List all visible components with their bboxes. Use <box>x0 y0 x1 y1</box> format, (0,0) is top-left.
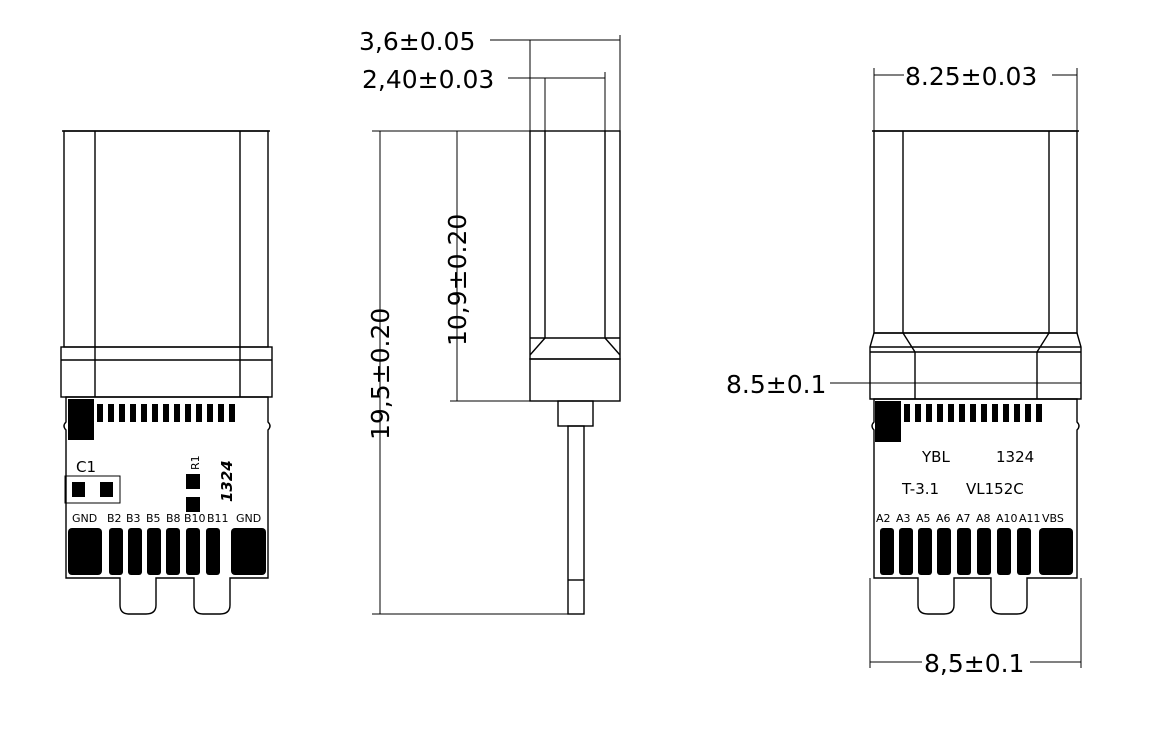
side-tab <box>557 400 594 427</box>
left-gnd-contact <box>68 399 94 440</box>
left-view: C1 R1 1324 GND B2 B3 B5 B8 B10 B11 GND <box>60 130 273 615</box>
right-brand: YBL <box>921 448 950 466</box>
side-collar <box>529 358 621 402</box>
dim-length-shell: 10,9±0.20 <box>443 214 472 346</box>
right-model-right: VL152C <box>966 480 1024 498</box>
side-pcb <box>567 425 585 615</box>
dim-width-top: 8.25±0.03 <box>905 62 1037 91</box>
left-res-label: R1 <box>189 455 202 470</box>
capacitor-pad <box>100 482 113 497</box>
dim-width-bottom: 8,5±0.1 <box>924 649 1024 678</box>
right-gnd-contact <box>875 401 901 442</box>
resistor-pad <box>186 497 200 512</box>
pin-label: A11 <box>1019 512 1041 525</box>
pin-label: VBS <box>1042 512 1064 525</box>
left-top-contacts <box>97 404 235 422</box>
side-dimensions <box>372 35 621 615</box>
right-pin-labels: A2 A3 A5 A6 A7 A8 A10 A11 VBS <box>876 512 1064 525</box>
side-view: 3,6±0.05 2,40±0.03 19,5±0.20 10,9±0.20 <box>359 27 621 615</box>
resistor-pad <box>186 474 200 489</box>
pin-label: B11 <box>207 512 229 525</box>
pin-label: A2 <box>876 512 891 525</box>
pin-label: A10 <box>996 512 1018 525</box>
pin-label: B8 <box>166 512 181 525</box>
right-pcb <box>871 398 1080 615</box>
left-date-code: 1324 <box>218 460 236 502</box>
dim-height-mid: 8.5±0.1 <box>726 370 826 399</box>
pin-label: A6 <box>936 512 951 525</box>
pin-label: B2 <box>107 512 122 525</box>
pin-label: GND <box>72 512 97 525</box>
left-solder-pads <box>68 528 266 575</box>
pin-label: B5 <box>146 512 161 525</box>
capacitor-pad <box>72 482 85 497</box>
pin-label: A3 <box>896 512 911 525</box>
right-top-contacts <box>904 404 1042 422</box>
side-shell <box>529 130 621 360</box>
left-cap-label: C1 <box>76 458 96 476</box>
pin-label: GND <box>236 512 261 525</box>
right-model-left: T-3.1 <box>901 480 939 498</box>
left-pin-labels: GND B2 B3 B5 B8 B10 B11 GND <box>72 512 261 525</box>
pin-label: A5 <box>916 512 931 525</box>
right-date-code: 1324 <box>996 448 1034 466</box>
dim-width-inner: 2,40±0.03 <box>362 65 494 94</box>
left-pcb <box>63 396 271 615</box>
right-collar <box>869 332 1082 400</box>
right-view: YBL 1324 T-3.1 VL152C A2 A3 A5 A6 A7 A8 … <box>726 62 1082 678</box>
pin-label: A8 <box>976 512 991 525</box>
pin-label: B10 <box>184 512 206 525</box>
pin-label: A7 <box>956 512 971 525</box>
dim-width-outer: 3,6±0.05 <box>359 27 475 56</box>
right-dimensions <box>830 68 1082 668</box>
pin-label: B3 <box>126 512 141 525</box>
right-solder-pads <box>880 528 1073 575</box>
right-shell <box>873 130 1078 334</box>
dim-length-total: 19,5±0.20 <box>366 308 395 440</box>
